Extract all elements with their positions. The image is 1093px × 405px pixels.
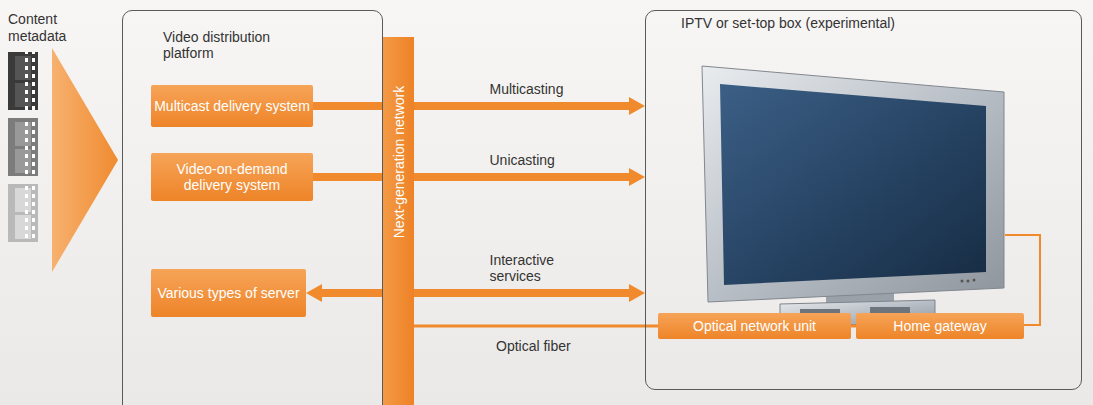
flow-arrow [320, 289, 631, 297]
box-label: Video-on-demand delivery system [151, 161, 313, 193]
flow-arrow [52, 48, 118, 272]
box-label: Home gateway [893, 318, 986, 334]
process-box: Various types of server [151, 269, 306, 317]
panel-title: Video distribution platform [163, 29, 303, 61]
section-label: Content metadata [8, 11, 83, 45]
flow-arrow [313, 173, 631, 181]
box-label: Optical network unit [693, 318, 816, 334]
platform-panel: Video distribution platformMulticast del… [122, 10, 383, 405]
film-strips [8, 52, 38, 242]
edge-label: Interactive services [490, 252, 570, 284]
box-label: Multicast delivery system [154, 98, 310, 114]
device-panel: IPTV or set-top box (experimental) Optica… [645, 10, 1082, 390]
panel-title: IPTV or set-top box (experimental) [681, 15, 1061, 31]
process-box: Multicast delivery system [151, 85, 313, 127]
network-band: Next-generation network [383, 37, 414, 405]
edge-label: Optical fiber [496, 338, 586, 354]
fiber-line [414, 325, 658, 328]
gateway-cable [1005, 235, 1040, 325]
process-box: Video-on-demand delivery system [151, 153, 313, 201]
tv-illustration [702, 66, 1004, 327]
panel-title: Next-generation network [391, 86, 407, 239]
process-box: Home gateway [856, 313, 1024, 339]
box-label: Various types of server [157, 285, 299, 301]
flow-arrow [313, 102, 631, 110]
edge-label: Unicasting [490, 152, 580, 168]
process-box: Optical network unit [658, 313, 851, 339]
edge-label: Multicasting [490, 81, 580, 97]
